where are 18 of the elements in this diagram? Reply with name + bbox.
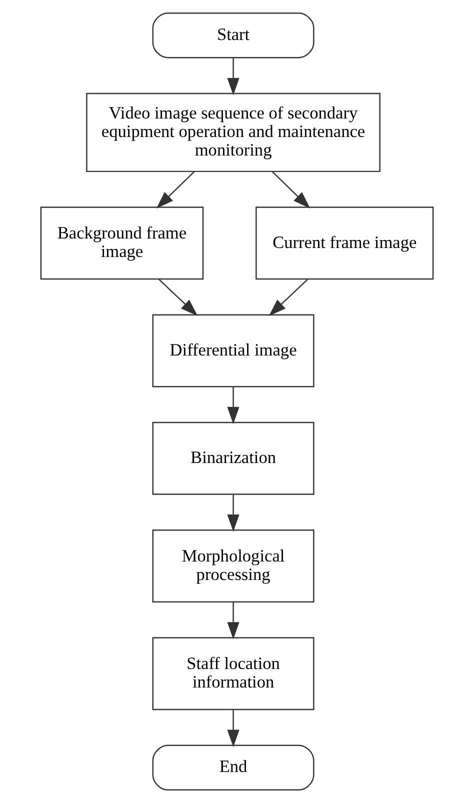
node-box: Staff location information <box>152 637 314 710</box>
node-box: Morphological processing <box>152 530 314 602</box>
node-box: Video image sequence of secondary equipment operation and maintenance monitoring <box>86 92 380 172</box>
arrow <box>227 494 240 532</box>
node-box: Differential image <box>152 314 314 388</box>
arrow <box>227 602 240 640</box>
arrow <box>227 710 240 748</box>
arrow <box>158 278 198 316</box>
node-box: Start <box>152 12 314 58</box>
node-box: Binarization <box>152 422 314 495</box>
arrow <box>156 171 195 208</box>
arrow <box>272 171 310 208</box>
node-box: Background frame image <box>40 206 204 280</box>
node-box: End <box>152 744 314 791</box>
node-box: Current frame image <box>256 206 434 280</box>
arrow <box>227 58 240 96</box>
arrow <box>268 278 308 316</box>
arrow <box>227 387 240 424</box>
